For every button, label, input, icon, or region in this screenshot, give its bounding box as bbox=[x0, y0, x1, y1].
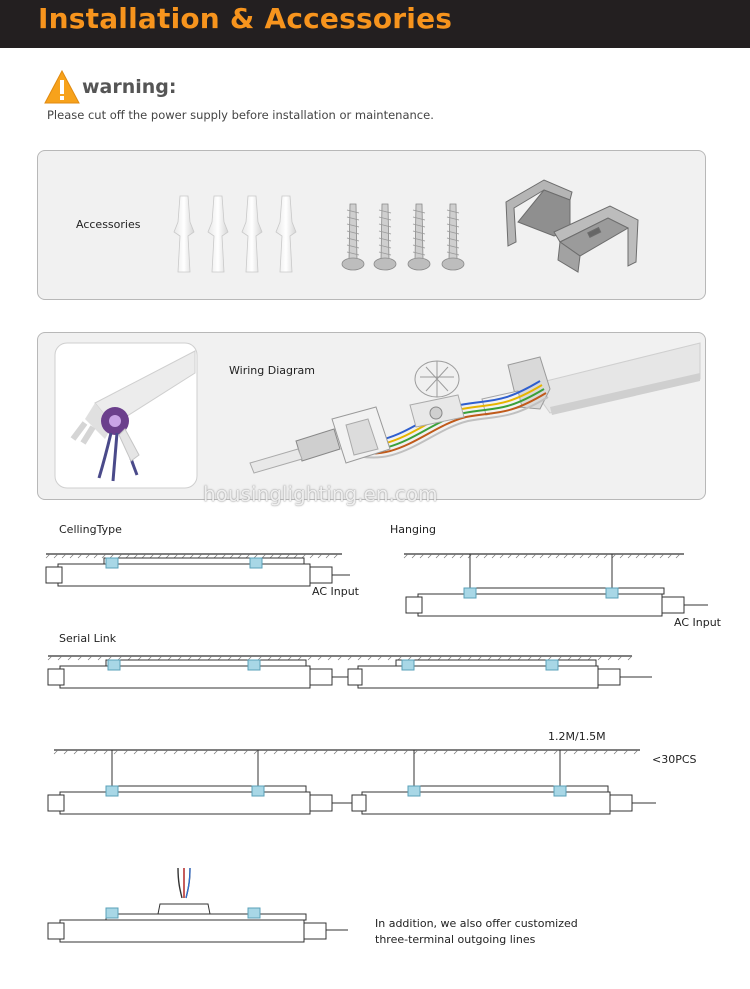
ceiling-type-diagram bbox=[45, 553, 350, 587]
hanging-label: Hanging bbox=[390, 523, 436, 536]
hanging-diagram bbox=[403, 553, 708, 617]
warning-triangle-icon bbox=[44, 69, 80, 104]
accessories-label: Accessories bbox=[76, 218, 141, 231]
hanging-ac-input-label: AC Input bbox=[674, 616, 721, 629]
custom-note-line1: In addition, we also offer customized bbox=[375, 917, 578, 930]
header-bar bbox=[0, 0, 750, 48]
warning-title: warning: bbox=[82, 76, 177, 98]
serial-link-diagram bbox=[47, 655, 652, 689]
page-title: Installation & Accessories bbox=[38, 2, 453, 35]
length-label: 1.2M/1.5M bbox=[548, 730, 606, 743]
wiring-label: Wiring Diagram bbox=[229, 364, 315, 377]
suspended-serial-diagram bbox=[47, 749, 656, 815]
count-label: <30PCS bbox=[652, 753, 697, 766]
custom-note-line2: three-terminal outgoing lines bbox=[375, 933, 536, 946]
wiring-diagram bbox=[249, 342, 701, 474]
screw-icon bbox=[341, 203, 465, 271]
tube-end-photo bbox=[54, 342, 198, 489]
warning-text: Please cut off the power supply before i… bbox=[47, 108, 434, 122]
watermark-text: housinglighting.en.com bbox=[203, 482, 438, 506]
ceiling-type-label: CellingType bbox=[59, 523, 122, 536]
three-terminal-diagram bbox=[47, 867, 348, 943]
wall-plug-icon bbox=[173, 195, 297, 273]
serial-link-label: Serial Link bbox=[59, 632, 117, 645]
mounting-clip-icon bbox=[505, 179, 639, 273]
ceiling-ac-input-label: AC Input bbox=[312, 585, 359, 598]
